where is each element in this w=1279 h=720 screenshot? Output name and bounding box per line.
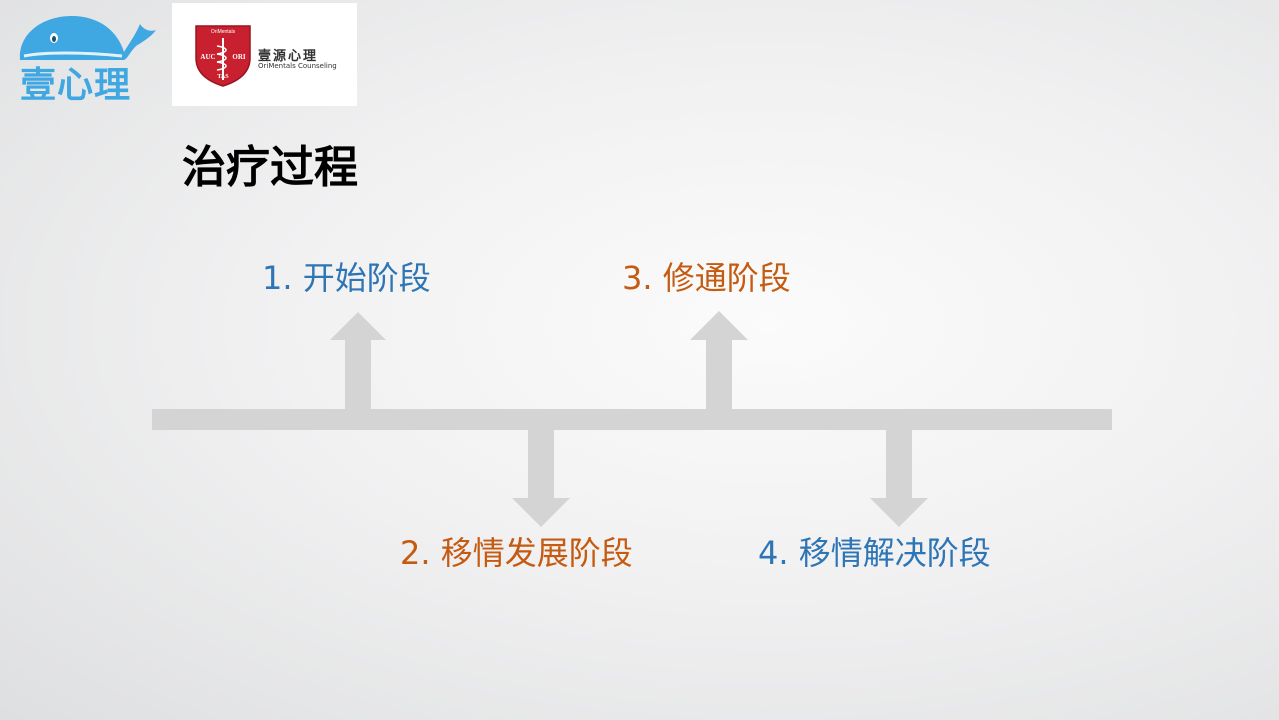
- stage-1-arrow: [330, 312, 386, 409]
- stage-3-arrow: [690, 311, 748, 409]
- shield-bottom-text: TAS: [217, 74, 229, 80]
- orimentals-logo-card: OriMentals AUC ORI TAS 壹源心理 OriMentals C…: [172, 3, 357, 106]
- stage-4-label: 4. 移情解决阶段: [758, 534, 991, 572]
- shield-right-text: ORI: [232, 53, 246, 61]
- stage-3-label: 3. 修通阶段: [622, 259, 791, 297]
- orimentals-name-cn: 壹源心理: [258, 49, 319, 64]
- slide-title: 治疗过程: [182, 142, 358, 193]
- orimentals-name-en: OriMentals Counseling: [258, 62, 337, 70]
- stage-1-label: 1. 开始阶段: [262, 259, 431, 297]
- timeline-bar: [152, 409, 1112, 430]
- whale-logo-text: 壹心理: [20, 65, 132, 106]
- shield-icon: OriMentals AUC ORI TAS: [195, 25, 251, 87]
- stage-2-arrow: [512, 430, 570, 527]
- stage-2-label: 2. 移情发展阶段: [400, 534, 633, 572]
- whale-icon: [19, 16, 156, 60]
- shield-top-text: OriMentals: [211, 29, 236, 35]
- stage-4-arrow: [870, 430, 928, 527]
- shield-left-text: AUC: [200, 53, 215, 61]
- whale-logo: 壹心理: [14, 12, 164, 112]
